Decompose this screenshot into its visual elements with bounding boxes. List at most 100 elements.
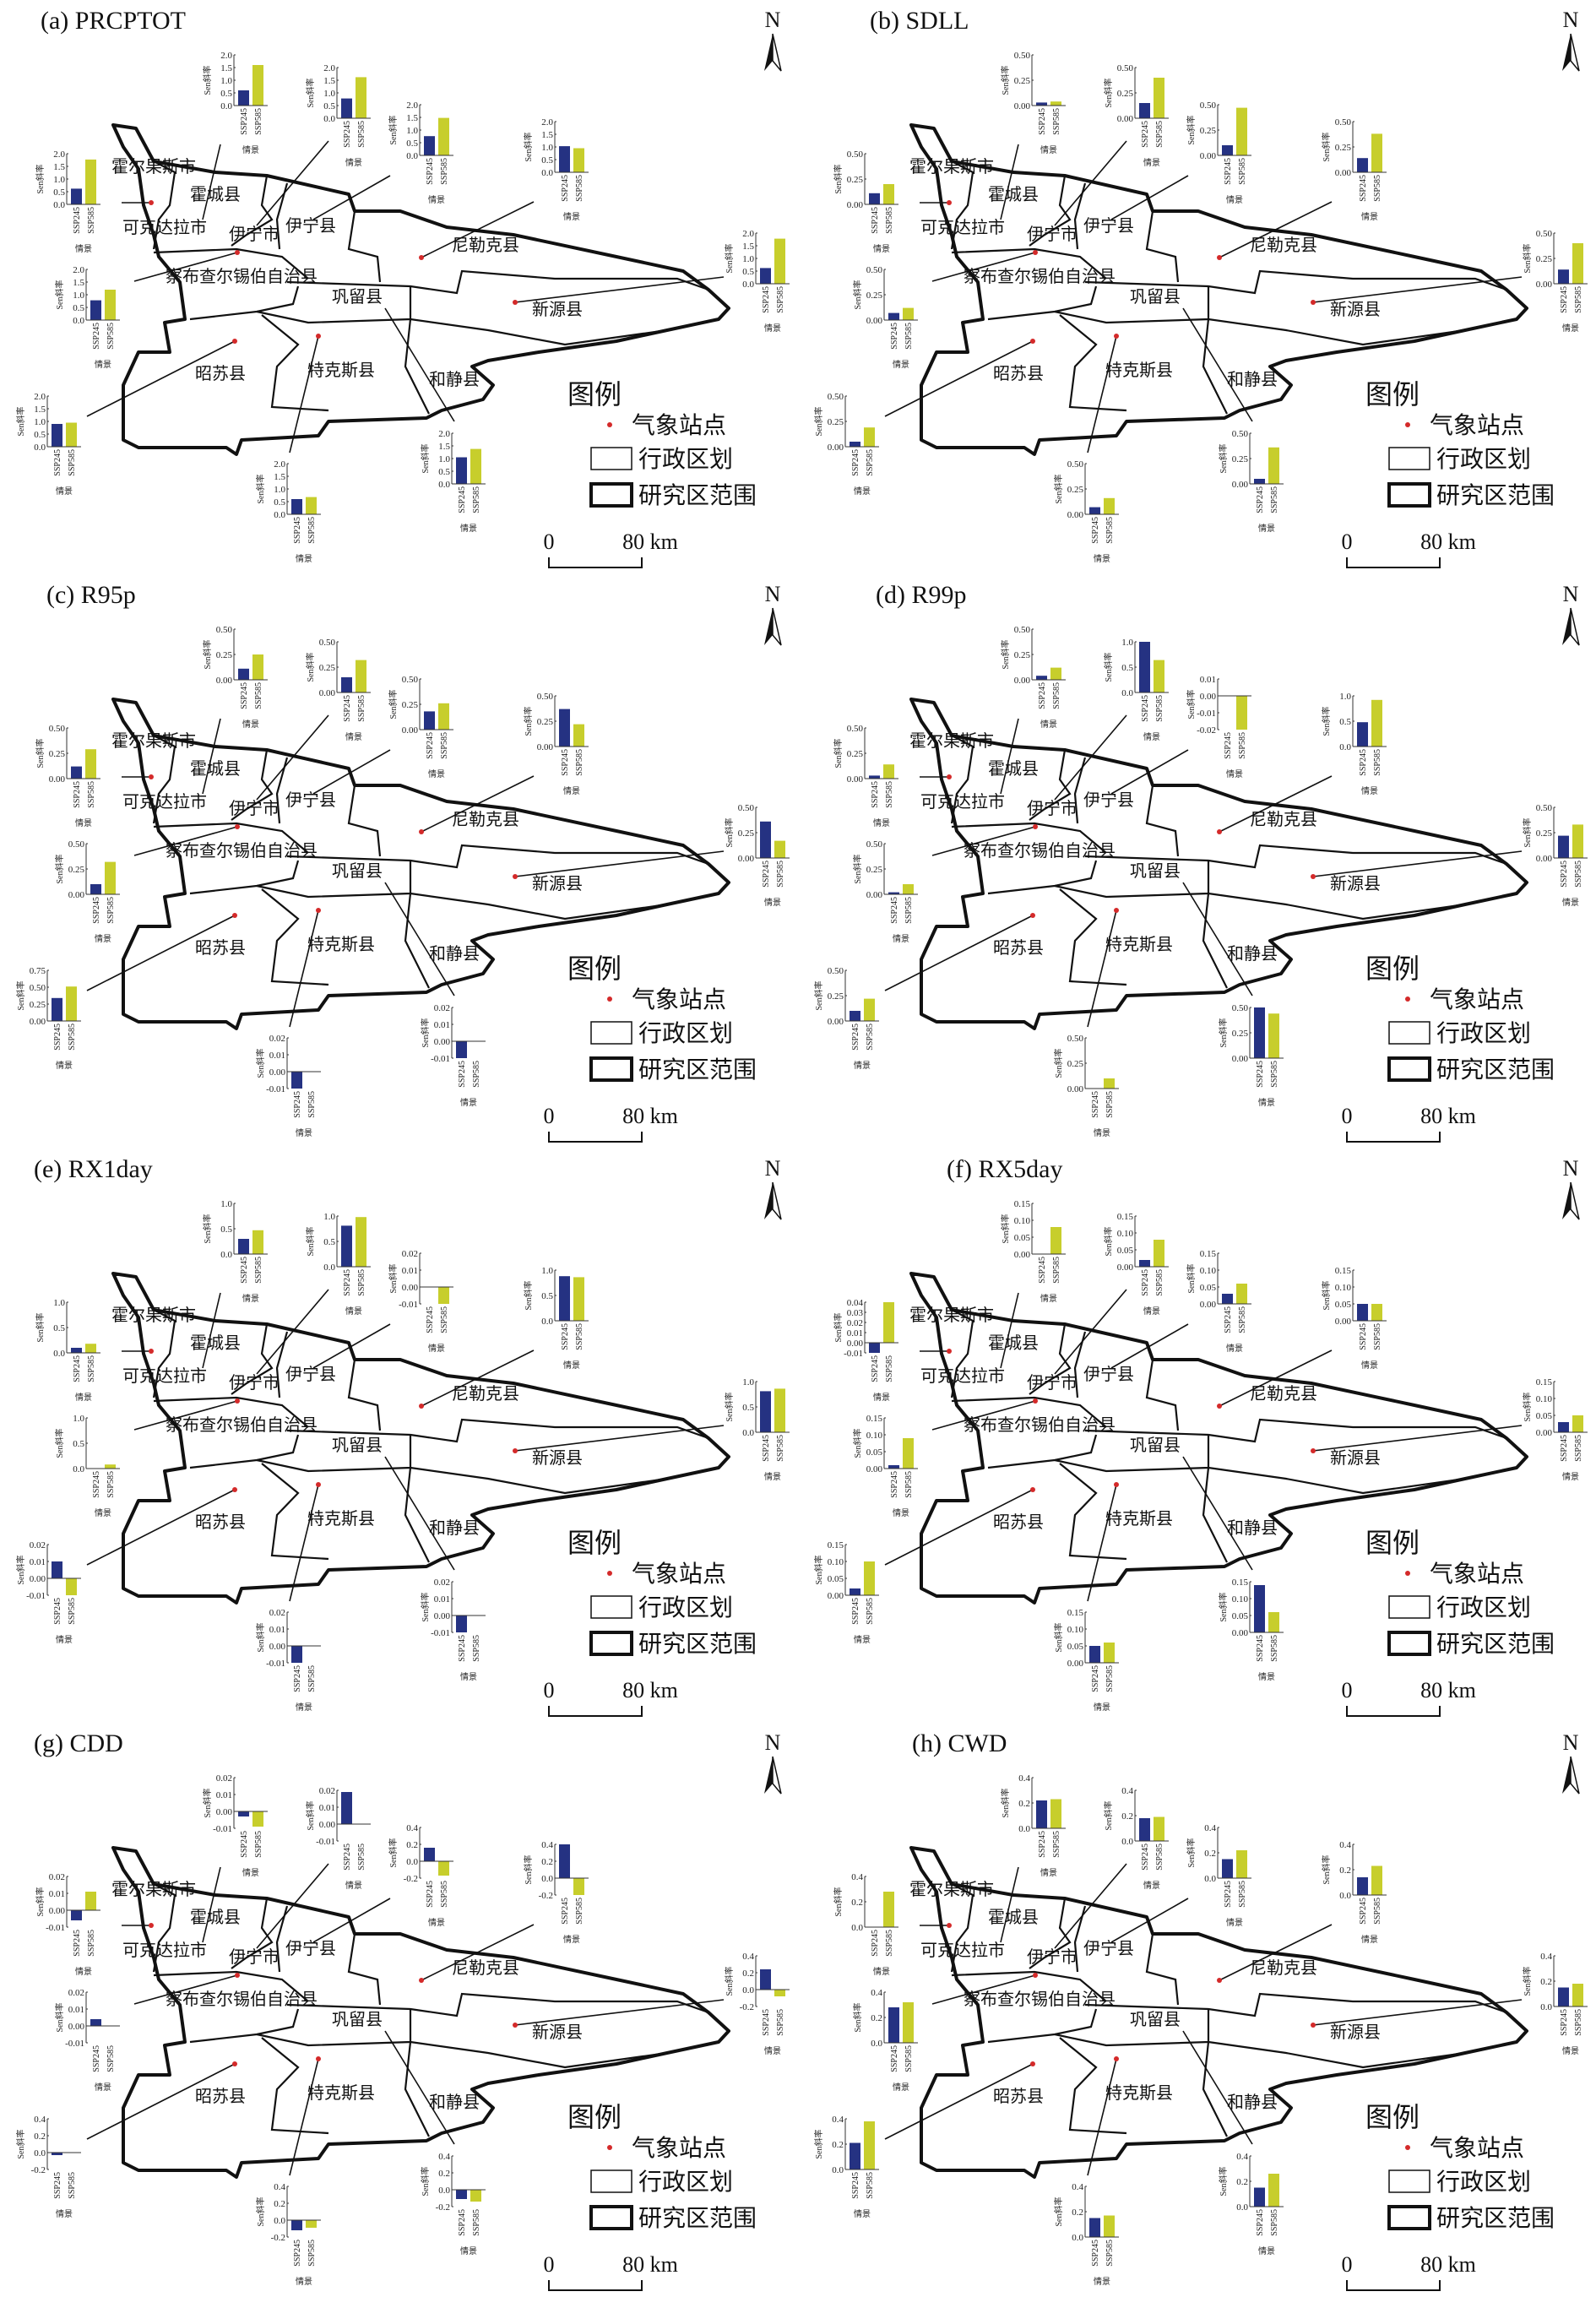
- county-boundary: [231, 1898, 274, 1969]
- tick-label: 0.5: [742, 267, 754, 277]
- tick-label: 1.0: [541, 143, 553, 153]
- north-label: N: [1563, 1156, 1579, 1181]
- legend-boundary: 研究区范围: [638, 482, 757, 509]
- tick-label: 0.0: [53, 1349, 65, 1359]
- x-axis-label: 情景: [1562, 323, 1579, 334]
- scenario-label: SSP585: [254, 108, 263, 135]
- bar-ssp585: [883, 184, 894, 204]
- tick-label: 2.0: [53, 149, 65, 160]
- tick-label: 0.25: [216, 650, 233, 660]
- leader-line: [384, 307, 455, 422]
- legend-station-icon: [1405, 996, 1410, 1002]
- x-axis-label: 情景: [242, 719, 259, 730]
- scenario-label: SSP585: [904, 1471, 914, 1498]
- scale-label: 80 km: [1420, 1104, 1476, 1128]
- county-label: 新源县: [532, 300, 583, 319]
- bar-ssp585: [573, 1277, 584, 1321]
- bar-ssp585: [1268, 2174, 1279, 2207]
- station-dot: [316, 1482, 321, 1487]
- tick-label: 0.00: [847, 774, 864, 785]
- leader-line: [931, 1400, 1036, 1431]
- county-label: 巩留县: [332, 1436, 383, 1455]
- tick-label: -0.01: [431, 1054, 450, 1064]
- x-axis-label: 情景: [296, 1702, 312, 1713]
- y-axis-label: Sen斜率: [1186, 116, 1197, 145]
- county-label: 霍城县: [190, 1908, 241, 1927]
- county-label: 霍城县: [988, 1908, 1039, 1927]
- tick-label: -0.01: [399, 1300, 418, 1310]
- x-axis-label: 情景: [1143, 731, 1160, 742]
- legend-title: 图例: [567, 2102, 622, 2132]
- bar-ssp245: [90, 884, 101, 894]
- scenario-label: SSP245: [458, 2209, 467, 2236]
- scenario-label: SSP585: [440, 1881, 449, 1908]
- tick-label: 2.0: [742, 229, 754, 239]
- x-axis-label: 情景: [764, 897, 781, 908]
- tick-label: 0.5: [53, 187, 65, 198]
- y-axis-label: Sen斜率: [1103, 1801, 1114, 1831]
- tick-label: 0.2: [1018, 1799, 1030, 1809]
- county-label: 和静县: [1227, 370, 1278, 389]
- x-axis-label: 情景: [75, 1966, 92, 1977]
- legend-boundary-icon: [1387, 1631, 1431, 1656]
- station-dot: [1033, 1973, 1038, 1978]
- scenario-label: SSP585: [87, 781, 96, 808]
- bar-ssp585: [438, 703, 449, 730]
- tick-label: 1.5: [220, 63, 232, 73]
- tick-label: 0.2: [406, 1840, 418, 1850]
- county-label: 察布查尔锡伯自治县: [166, 1415, 318, 1435]
- legend-station: 气象站点: [1430, 1561, 1524, 1588]
- bar-ssp585: [85, 749, 96, 779]
- tick-label: 0.0: [406, 1857, 418, 1867]
- county-label: 察布查尔锡伯自治县: [166, 1990, 318, 2009]
- leader-line: [421, 775, 535, 833]
- bar-ssp585: [105, 861, 116, 894]
- tick-label: 1.5: [274, 472, 285, 482]
- leader-line: [1110, 175, 1189, 220]
- county-boundary: [1059, 2037, 1127, 2135]
- legend-station: 气象站点: [1430, 412, 1524, 439]
- tick-label: 0.0: [742, 1985, 754, 1996]
- tick-label: 1.0: [220, 76, 232, 86]
- y-axis-label: Sen斜率: [852, 855, 863, 884]
- tick-label: 0.15: [866, 1414, 883, 1424]
- leader-line: [202, 1292, 221, 1369]
- leader-line: [421, 1924, 535, 1981]
- county-label: 可克达拉市: [122, 1366, 207, 1386]
- scenario-label: SSP585: [1052, 108, 1061, 135]
- scenario-label: SSP245: [1038, 1257, 1047, 1284]
- map-panel: (c) R95p霍尔果斯市霍城县可克达拉市伊宁市伊宁县尼勒克县察布查尔锡伯自治县…: [15, 581, 790, 1143]
- county-label: 伊宁县: [285, 1939, 336, 1958]
- leader-line: [202, 144, 221, 220]
- tick-label: 0.50: [738, 803, 755, 813]
- x-axis-label: 情景: [460, 523, 477, 534]
- scenario-label: SSP245: [762, 1435, 771, 1462]
- tick-label: 0.05: [866, 1447, 883, 1458]
- study-area-boundary: [909, 698, 1528, 1030]
- bar-ssp245: [559, 1844, 570, 1878]
- station-dot: [1114, 908, 1119, 913]
- tick-label: 0.00: [1117, 114, 1134, 124]
- tick-label: 1.0: [438, 454, 450, 464]
- scenario-label: SSP245: [293, 2240, 302, 2267]
- scenario-label: SSP585: [1105, 2240, 1115, 2267]
- bar-ssp585: [1371, 1304, 1382, 1321]
- scale-label: 80 km: [622, 1678, 678, 1702]
- scenario-label: SSP585: [1574, 2009, 1583, 2036]
- county-label: 可克达拉市: [920, 1941, 1005, 1960]
- y-axis-label: Sen斜率: [1218, 1018, 1229, 1048]
- county-label: 和静县: [429, 1518, 480, 1538]
- tick-label: 0.0: [541, 168, 553, 178]
- north-label: N: [1563, 582, 1579, 606]
- scenario-label: SSP245: [1560, 2009, 1569, 2036]
- tick-label: 1.0: [406, 126, 418, 136]
- tick-label: 0.0: [1018, 1824, 1030, 1834]
- tick-label: 0.15: [1117, 1212, 1134, 1222]
- tick-label: 0.4: [34, 2115, 46, 2125]
- bar-ssp585: [883, 1892, 894, 1927]
